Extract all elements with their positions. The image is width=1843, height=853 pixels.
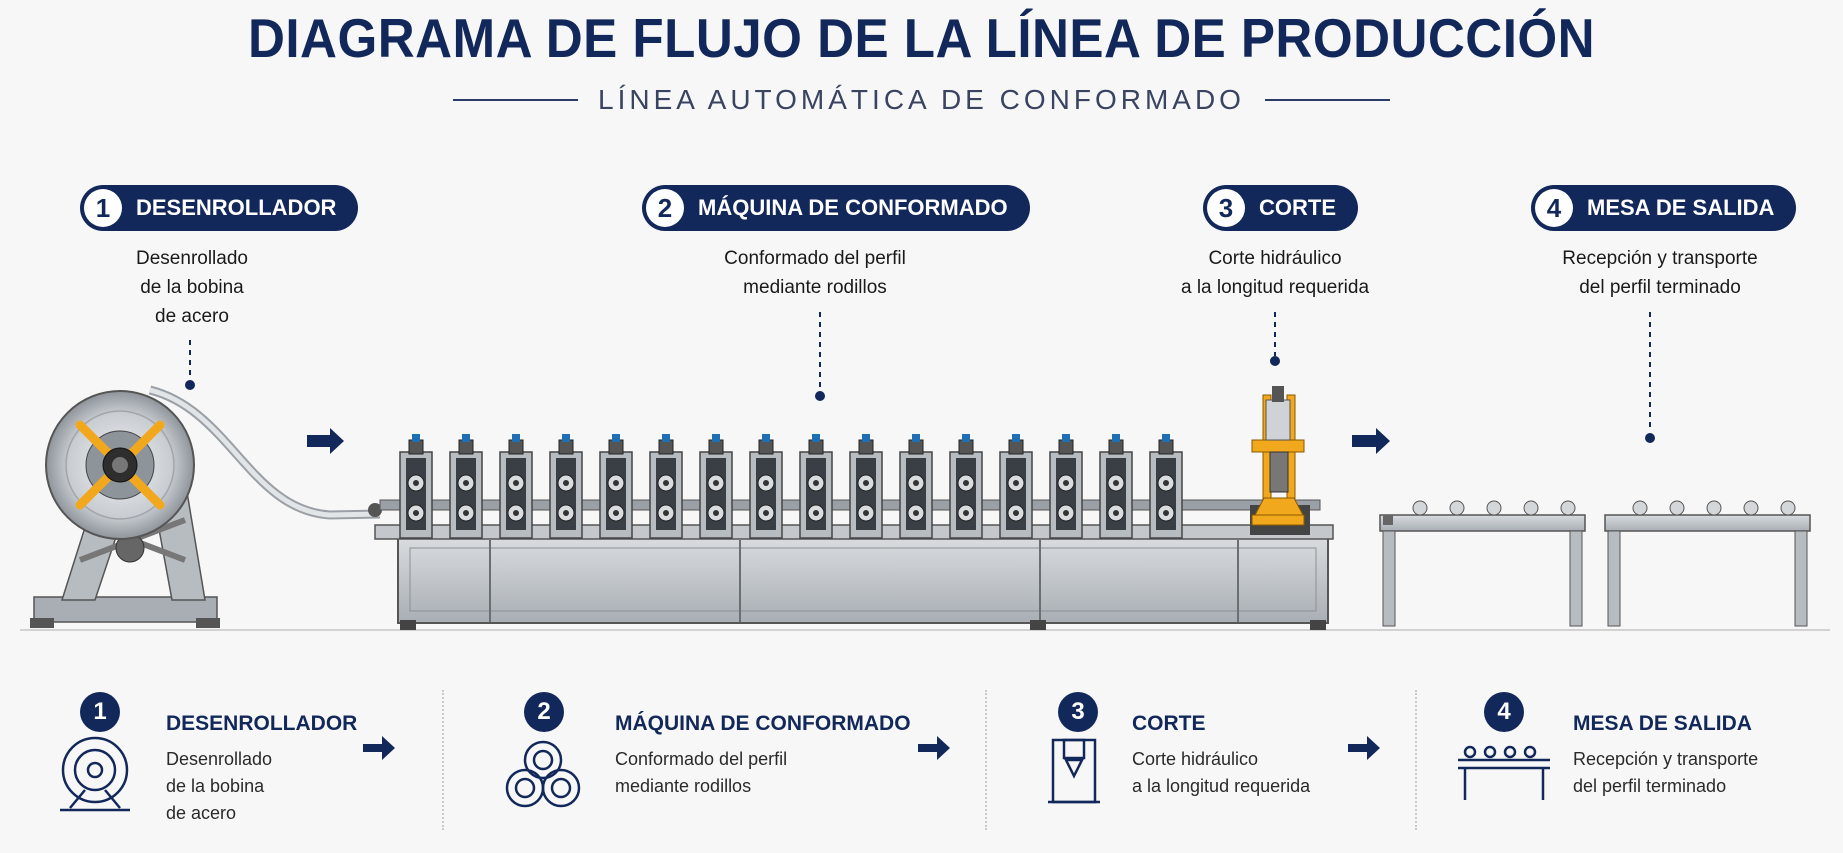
hydraulic-cutter — [1250, 386, 1310, 535]
legend-number-1: 1 — [80, 692, 120, 732]
step-title: MESA DE SALIDA — [1587, 195, 1775, 220]
desc-line: Recepción y transporte — [1573, 749, 1759, 769]
page-subtitle: LÍNEA AUTOMÁTICA DE CONFORMADO — [598, 84, 1245, 115]
forming-stand — [799, 434, 833, 539]
forming-stand — [699, 434, 733, 539]
desc-line: a la longitud requerida — [1132, 776, 1311, 796]
legend-number-2: 2 — [524, 692, 564, 732]
desc-line: Conformado del perfil — [615, 749, 788, 769]
table-icon — [1458, 745, 1550, 800]
desc-line: mediante rodillos — [615, 776, 752, 796]
step-badge-4: 4 MESA DE SALIDA — [1531, 185, 1797, 231]
legend-desc-2: Conformado del perfil mediante rodillos — [615, 746, 787, 800]
step-number: 2 — [646, 189, 684, 227]
step-title: CORTE — [1259, 195, 1336, 220]
legend-desc-1: Desenrollado de la bobina de acero — [166, 746, 272, 827]
legend-desc-3: Corte hidráulico a la longitud requerida — [1132, 746, 1310, 800]
step-badge-1: 1 DESENROLLADOR — [80, 185, 359, 231]
leader-dots — [185, 356, 1655, 443]
leader-lines — [189, 312, 1651, 432]
rollers-icon — [505, 740, 581, 808]
runout-table-2 — [1604, 500, 1811, 627]
legend-arrows — [363, 736, 1380, 760]
forming-stand — [549, 434, 583, 539]
step-desc-2: Conformado del perfil mediante rodillos — [670, 244, 960, 302]
step-number: 3 — [1207, 189, 1245, 227]
step-number: 4 — [1535, 189, 1573, 227]
legend-title-1: DESENROLLADOR — [166, 712, 358, 735]
desc-line: Desenrollado — [166, 749, 273, 769]
legend-separator — [1415, 690, 1417, 830]
forming-stand — [749, 434, 783, 539]
step-desc-3: Corte hidráulico a la longitud requerida — [1140, 244, 1410, 302]
forming-stand — [649, 434, 683, 539]
desc-line: mediante rodillos — [743, 277, 887, 298]
page-title: DIAGRAMA DE FLUJO DE LA LÍNEA DE PRODUCC… — [247, 7, 1596, 69]
desc-line: a la longitud requerida — [1180, 277, 1370, 298]
flow-arrows — [307, 428, 1390, 454]
forming-stand — [999, 434, 1033, 539]
desc-line: de acero — [166, 803, 237, 823]
forming-stand — [499, 434, 533, 539]
legend-desc-4: Recepción y transporte del perfil termin… — [1573, 746, 1758, 800]
desc-line: Conformado del perfil — [724, 248, 906, 269]
step-title: DESENROLLADOR — [136, 195, 337, 220]
legend-number-3: 3 — [1058, 692, 1098, 732]
step-badge-3: 3 CORTE — [1203, 185, 1358, 231]
legend-separator — [985, 690, 987, 830]
desc-line: del perfil terminado — [1579, 277, 1741, 298]
forming-stand — [949, 434, 983, 539]
desc-line: Corte hidráulico — [1132, 749, 1259, 769]
subtitle-left-rule — [453, 99, 579, 101]
forming-stands — [399, 434, 1183, 539]
desc-line: de la bobina — [166, 776, 265, 796]
desc-line: de acero — [155, 306, 229, 327]
forming-stand — [849, 434, 883, 539]
subtitle-right-rule — [1264, 99, 1390, 101]
desc-line: de la bobina — [140, 277, 244, 298]
decoiler-machine — [30, 385, 382, 628]
forming-stand — [599, 434, 633, 539]
step-title: MÁQUINA DE CONFORMADO — [698, 195, 1008, 220]
desc-line: Corte hidráulico — [1208, 248, 1342, 269]
forming-stand — [1049, 434, 1083, 539]
runout-table-1 — [1379, 500, 1586, 627]
press-icon — [1048, 738, 1100, 804]
step-desc-4: Recepción y transporte del perfil termin… — [1530, 244, 1790, 302]
subtitle-row: LÍNEA AUTOMÁTICA DE CONFORMADO — [0, 84, 1843, 116]
step-number: 1 — [84, 189, 122, 227]
step-desc-1: Desenrollado de la bobina de acero — [92, 244, 292, 331]
forming-stand — [449, 434, 483, 539]
desc-line: del perfil terminado — [1573, 776, 1727, 796]
forming-stand — [899, 434, 933, 539]
legend-title-3: CORTE — [1132, 712, 1206, 735]
legend-title-2: MÁQUINA DE CONFORMADO — [615, 712, 911, 735]
step-badge-2: 2 MÁQUINA DE CONFORMADO — [642, 185, 1030, 231]
legend-number-4: 4 — [1484, 692, 1524, 732]
legend-title-4: MESA DE SALIDA — [1573, 712, 1752, 735]
desc-line: Desenrollado — [136, 248, 248, 269]
forming-stand — [399, 434, 433, 539]
forming-stand — [1099, 434, 1133, 539]
desc-line: Recepción y transporte — [1562, 248, 1758, 269]
legend-separator — [442, 690, 444, 830]
decoiler-icon — [60, 736, 130, 812]
forming-stand — [1149, 434, 1183, 539]
